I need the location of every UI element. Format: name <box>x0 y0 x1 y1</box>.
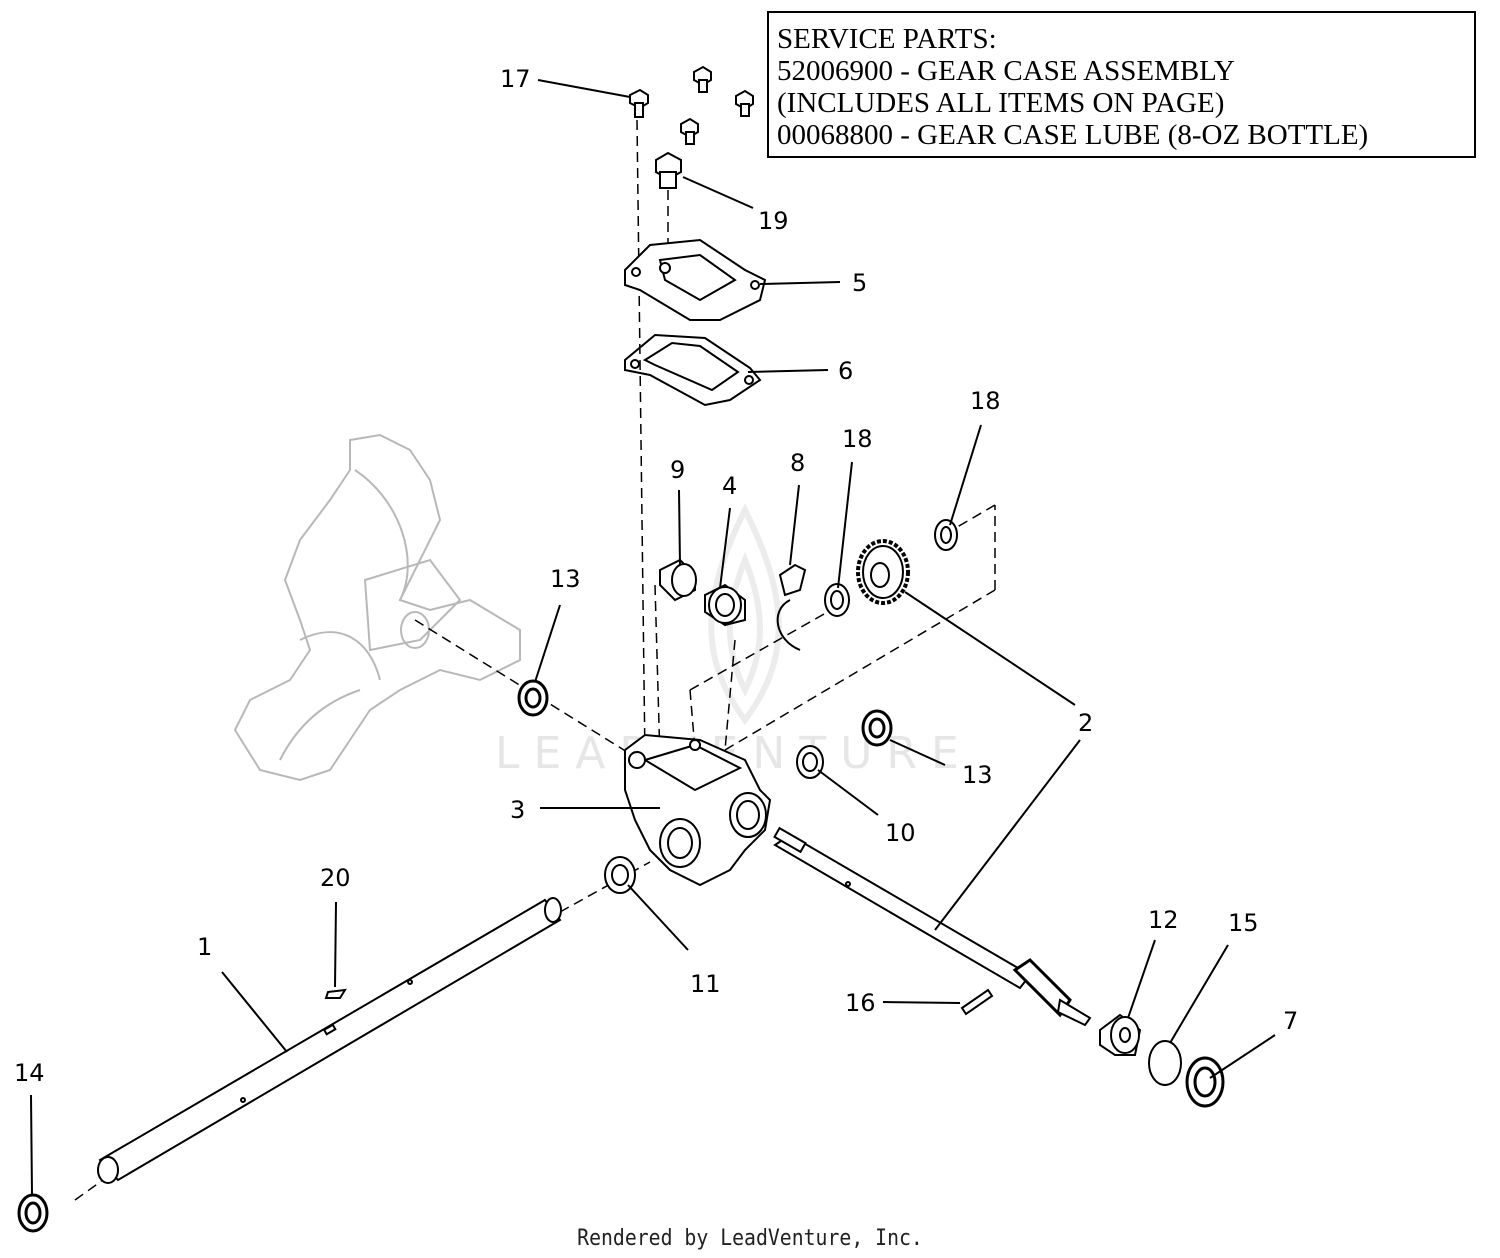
bushing-12 <box>1099 1013 1142 1056</box>
washer-18-left <box>824 583 850 617</box>
auger-shaft-1 <box>97 897 562 1184</box>
gear-case-housing-3 <box>624 733 772 887</box>
retaining-ring-15 <box>1148 1040 1182 1086</box>
callout-14: 14 <box>14 1059 45 1087</box>
bolt-icon <box>693 65 712 93</box>
service-parts-box: SERVICE PARTS: 52006900 - GEAR CASE ASSE… <box>767 11 1476 158</box>
service-parts-line: (INCLUDES ALL ITEMS ON PAGE) <box>777 87 1225 119</box>
callout-11: 11 <box>690 970 721 998</box>
callout-9: 9 <box>670 456 685 484</box>
bolt-icon <box>735 89 754 117</box>
fill-plug-19 <box>655 151 682 189</box>
callout-17: 17 <box>500 65 531 93</box>
callout-2: 2 <box>1078 709 1093 737</box>
callout-18-right: 18 <box>970 387 1001 415</box>
callout-16: 16 <box>845 989 876 1017</box>
auger-blade-reference <box>233 433 521 782</box>
worm-gear-2 <box>856 539 910 605</box>
callout-1: 1 <box>197 933 212 961</box>
seal-13-right <box>861 709 893 747</box>
service-parts-heading: SERVICE PARTS: <box>777 23 997 55</box>
footer-credit: Rendered by LeadVenture, Inc. <box>577 1226 923 1251</box>
service-parts-line: 00068800 - GEAR CASE LUBE (8-OZ BOTTLE) <box>777 119 1369 151</box>
seal-13-left <box>517 679 549 717</box>
callout-18-left: 18 <box>842 425 873 453</box>
worm-shaft-2 <box>773 826 1092 1027</box>
washer-18-right <box>934 519 958 551</box>
callout-19: 19 <box>758 207 789 235</box>
callout-20: 20 <box>320 864 351 892</box>
service-parts-line: 52006900 - GEAR CASE ASSEMBLY <box>777 55 1235 87</box>
seal-14 <box>17 1193 49 1233</box>
callout-3: 3 <box>510 796 525 824</box>
clip-8 <box>776 563 807 651</box>
pin-16 <box>960 988 994 1016</box>
bolt-icon <box>680 117 699 145</box>
callout-7: 7 <box>1283 1007 1298 1035</box>
callout-5: 5 <box>852 269 867 297</box>
gasket-6 <box>624 333 762 407</box>
callout-4: 4 <box>722 472 737 500</box>
bushing-11 <box>604 856 636 894</box>
callout-8: 8 <box>790 449 805 477</box>
bushing-9 <box>659 558 697 602</box>
bolt-17-group <box>629 65 754 145</box>
callout-13-right: 13 <box>962 761 993 789</box>
callout-10: 10 <box>885 819 916 847</box>
bolt-icon <box>629 88 649 118</box>
bearing-7 <box>1185 1056 1225 1108</box>
bushing-10 <box>796 745 824 779</box>
callout-12: 12 <box>1148 906 1179 934</box>
watermark-flame-icon <box>708 503 782 726</box>
pin-20 <box>324 988 347 999</box>
callout-15: 15 <box>1228 909 1259 937</box>
gear-case-cover-5 <box>624 238 767 321</box>
bearing-4 <box>704 583 746 627</box>
callout-6: 6 <box>838 357 853 385</box>
leader-lines <box>30 79 1276 1196</box>
callout-13-left: 13 <box>550 565 581 593</box>
